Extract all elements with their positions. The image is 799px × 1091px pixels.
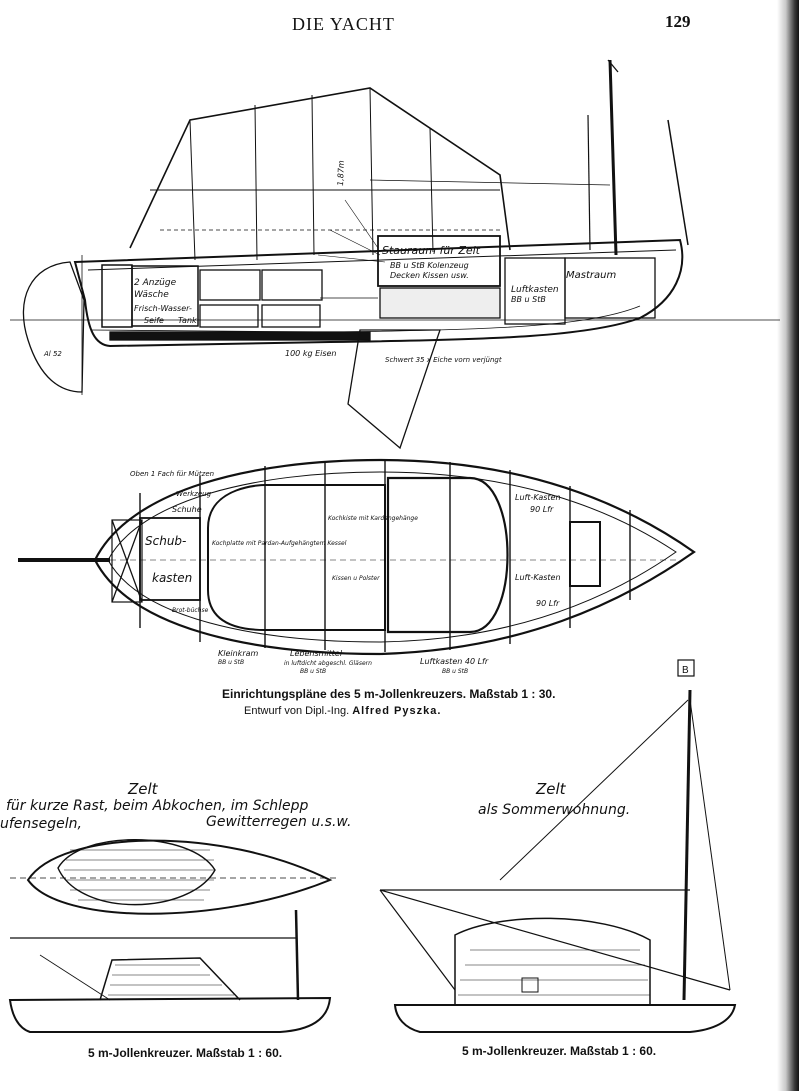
main-caption: Einrichtungspläne des 5 m-Jollenkreuzers…	[222, 687, 556, 701]
label-lfr-2: 90 Lfr	[536, 599, 560, 608]
keel-ballast	[109, 331, 371, 341]
tent-right-subtitle: als Sommerwohnung.	[478, 802, 631, 818]
page-edge-shadow	[777, 0, 799, 1091]
label-lebensmittel-note: in luftdicht abgeschl. Gläsern	[284, 660, 372, 667]
tent-right-caption: 5 m-Jollenkreuzer. Maßstab 1 : 60.	[462, 1044, 657, 1058]
label-lebensmittel: Lebensmittel	[290, 649, 343, 658]
plan-drawing: Oben 1 Fach für Mützen Werkzeug Schuhe S…	[18, 458, 696, 675]
rudder	[22, 261, 85, 393]
page-number: 129	[665, 12, 691, 31]
label-kochkiste: Kochkiste mit Kardangehänge	[328, 515, 418, 522]
label-frischwasser: Frisch-Wasser-	[134, 304, 192, 313]
label-schub: Schub-	[145, 534, 186, 548]
label-luftkasten-2: Luft-Kasten	[515, 573, 561, 582]
tent-left-drawing	[8, 839, 340, 1033]
tent-right-flag	[677, 659, 695, 677]
label-anzuege: 2 Anzüge	[134, 278, 177, 288]
tent-right-mast	[682, 689, 692, 1001]
label-lfr-1: 90 Lfr	[530, 505, 554, 514]
credit-line: Entwurf von Dipl.-Ing. Alfred Pyszka.	[244, 705, 441, 717]
label-kasten: kasten	[152, 571, 192, 585]
tent-left-plan-hull	[26, 839, 333, 915]
hull-profile	[73, 238, 684, 348]
tent-right-drawing: B	[379, 659, 737, 1033]
hull-plan	[93, 458, 696, 656]
tent-right-hull	[393, 1004, 737, 1033]
label-waesche: Wäsche	[134, 290, 169, 300]
credit-name: Alfred Pyszka.	[352, 705, 442, 717]
label-seife: Seife	[144, 316, 164, 325]
centreboard	[347, 329, 441, 450]
label-tank: Tank	[178, 316, 197, 325]
label-schwert: Schwert 35 x Eiche vorn verjüngt	[385, 356, 502, 364]
tent-right-title: Zelt	[536, 780, 566, 798]
length-mark: 1,87m	[336, 160, 346, 186]
label-kleinkram: Kleinkram	[218, 649, 259, 658]
label-decken-kissen: Decken Kissen usw.	[390, 271, 469, 280]
label-eisen: 100 kg Eisen	[285, 349, 337, 358]
profile-tent	[129, 87, 511, 251]
label-kissen: Kissen u Polster	[332, 575, 380, 582]
tent-left-side-hull	[8, 996, 332, 1033]
running-head: DIE YACHT	[292, 14, 395, 34]
label-luftkasten-1: Luft-Kasten	[515, 493, 561, 502]
tent-left-line1: für kurze Rast, beim Abkochen, im Schlep…	[6, 798, 309, 814]
label-luftkasten-bottom-bb: BB u StB	[442, 668, 468, 675]
credit-prefix: Entwurf von Dipl.-Ing.	[244, 705, 350, 717]
profile-drawing: 1,87m 2 Anzüge Wäsche Frisch-Wasser- Tan…	[10, 59, 780, 450]
flag-letter: B	[682, 665, 689, 676]
tent-left-caption: 5 m-Jollenkreuzer. Maßstab 1 : 60.	[88, 1046, 283, 1060]
label-kolenzeug: BB u StB Kolenzeug	[390, 261, 469, 270]
mast-stub	[608, 59, 618, 256]
label-lebensmittel-bb: BB u StB	[300, 668, 326, 675]
label-brotbuechse: Brot-büchse	[172, 607, 209, 614]
tent-left-line3: Gewitterregen u.s.w.	[206, 814, 352, 830]
label-schuhe: Schuhe	[172, 505, 202, 514]
label-oben-fach: Oben 1 Fach für Mützen	[130, 470, 214, 478]
tent-left-title: Zelt	[128, 780, 158, 798]
label-luftkasten-bottom: Luftkasten 40 Lfr	[420, 657, 489, 666]
label-stauraum-zelt: Stauraum für Zelt	[382, 244, 481, 257]
label-werkzeug: Werkzeug	[176, 490, 212, 498]
label-mastraum: Mastraum	[566, 270, 616, 281]
label-bb-stb-profile: BB u StB	[511, 295, 546, 304]
label-luftkasten-profile: Luftkasten	[511, 285, 559, 295]
label-kleinkram-bb: BB u StB	[218, 659, 244, 666]
tent-left-line2: ufensegeln,	[0, 816, 82, 832]
label-al: Al 52	[43, 350, 62, 358]
label-kochplatte: Kochplatte mit Pardan-Aufgehängtem Kesse…	[212, 540, 347, 547]
